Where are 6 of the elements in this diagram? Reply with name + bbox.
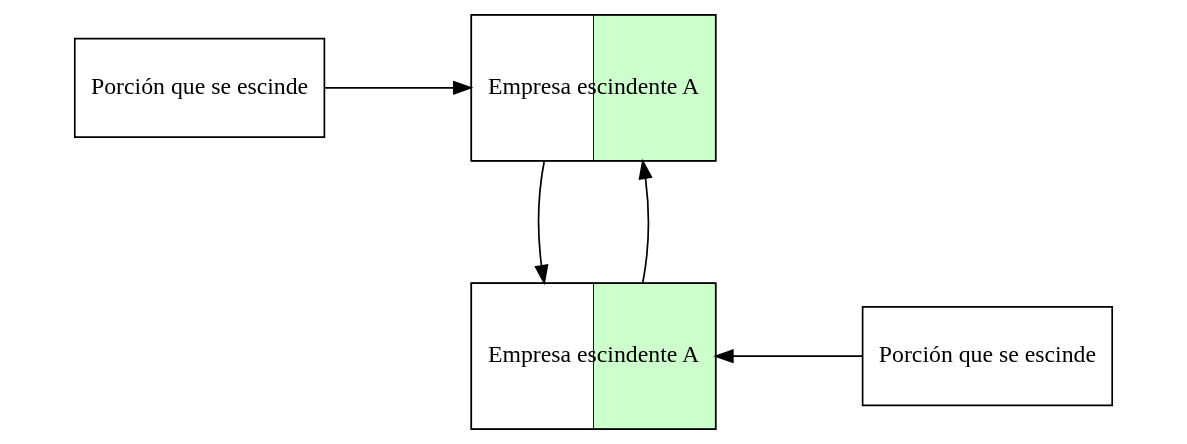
arrow [713,349,864,364]
node-box: Porción que se escinde [861,306,1114,407]
node-box: Porción que se escinde [73,37,326,138]
arrow [324,80,474,95]
arrow [534,160,549,286]
arrow [638,158,653,284]
